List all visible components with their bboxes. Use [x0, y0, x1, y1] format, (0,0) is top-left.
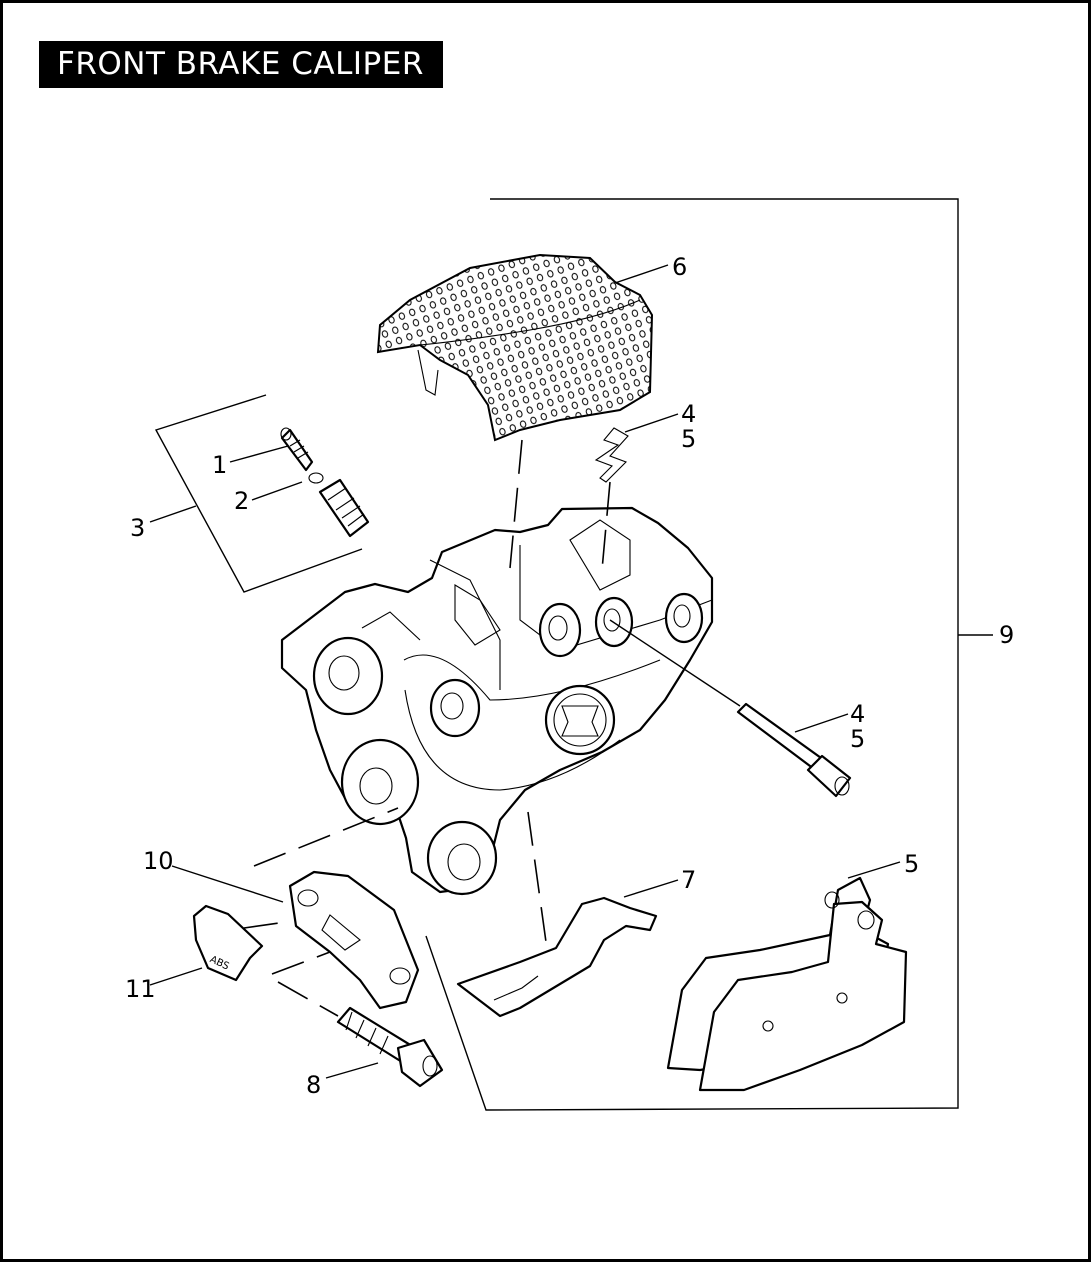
brake-pads	[666, 876, 908, 1092]
o-ring	[308, 472, 324, 484]
leader-lines	[149, 264, 901, 1079]
pad-pin	[609, 619, 852, 798]
callout-9: 9	[999, 621, 1014, 649]
callout-5-pads: 5	[904, 850, 919, 878]
callout-8: 8	[306, 1071, 321, 1099]
fitting-2	[318, 478, 370, 538]
perforated-cover-6	[376, 253, 654, 442]
callout-5-lower: 5	[850, 725, 865, 753]
page-title: FRONT BRAKE CALIPER	[57, 46, 424, 82]
caliper-body	[280, 506, 714, 896]
bleeder-kit-bracket-3	[149, 394, 363, 593]
abs-sensor-11: ABS	[192, 904, 264, 982]
bolt-8	[336, 1006, 444, 1088]
callout-1: 1	[212, 451, 227, 479]
callout-3: 3	[130, 514, 145, 542]
title-bar: FRONT BRAKE CALIPER	[39, 41, 443, 88]
callout-6: 6	[672, 253, 687, 281]
callout-numbers: 1 2 3 6 4 5 9 4 5 5 7 10 11 8	[125, 253, 1014, 1099]
bleeder-screw-1	[280, 427, 314, 472]
callout-2: 2	[234, 487, 249, 515]
bracket-10	[288, 870, 420, 1010]
pad-spring-clip	[594, 427, 629, 483]
callout-11: 11	[125, 975, 156, 1003]
callout-10: 10	[143, 847, 174, 875]
callout-7: 7	[681, 866, 696, 894]
assembly-bracket-9	[425, 198, 993, 1111]
callout-4-upper: 4	[681, 400, 696, 428]
exploded-guides	[243, 439, 611, 1017]
pad-spring-7	[456, 896, 658, 1018]
callout-5-upper: 5	[681, 425, 696, 453]
callout-4-lower: 4	[850, 700, 865, 728]
